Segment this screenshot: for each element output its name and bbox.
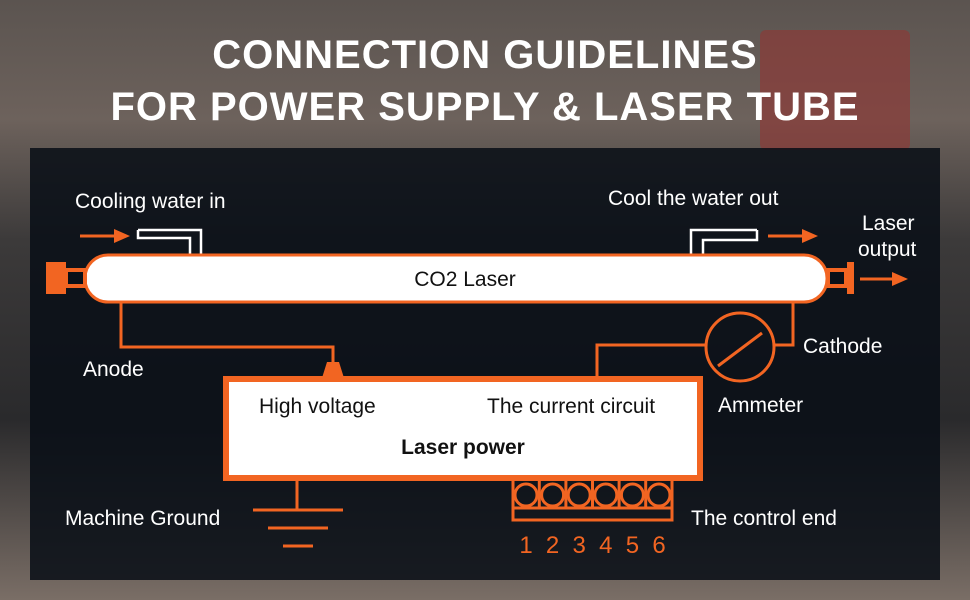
left-cap: [64, 268, 87, 288]
water-inlet-pipe: [136, 228, 203, 256]
label-tube: CO2 Laser: [414, 268, 516, 291]
label-laser-power: Laser power: [401, 436, 525, 459]
terminal-6: [646, 482, 672, 508]
label-laser-output-2: output: [858, 238, 917, 261]
arrow-out-icon: [802, 229, 818, 243]
terminal-number: 6: [652, 532, 665, 559]
laser-output-arrow-icon: [892, 272, 908, 286]
label-high-voltage: High voltage: [259, 395, 376, 418]
anode-wire: [119, 302, 335, 362]
laser-power-box: [223, 376, 703, 481]
terminal-5: [619, 482, 645, 508]
terminal-2: [540, 482, 566, 508]
water-outlet-pipe: [689, 228, 759, 256]
background-machine: [760, 30, 910, 150]
right-cap: [826, 268, 848, 288]
label-cooling-out: Cool the water out: [608, 187, 779, 210]
ammeter-icon: [704, 311, 776, 383]
cathode-wire: [774, 302, 795, 347]
terminal-number: 5: [626, 532, 639, 559]
label-current-circuit: The current circuit: [487, 395, 655, 418]
title-line-1: CONNECTION GUIDELINES: [212, 33, 758, 77]
terminal-number: 3: [573, 532, 586, 559]
label-cooling-in: Cooling water in: [75, 190, 226, 213]
control-terminals: [511, 481, 674, 522]
terminal-number: 4: [599, 532, 612, 559]
ground-icon: [253, 480, 343, 548]
high-voltage-connector: [322, 362, 344, 378]
label-control-end: The control end: [691, 507, 837, 530]
label-laser-output-1: Laser: [862, 212, 915, 235]
ammeter-needle: [717, 331, 763, 368]
label-cathode: Cathode: [803, 335, 882, 358]
terminal-4: [593, 482, 619, 508]
left-end-block: [46, 262, 66, 294]
label-machine-ground: Machine Ground: [65, 507, 220, 530]
label-ammeter: Ammeter: [718, 394, 803, 417]
arrow-in-icon: [114, 229, 130, 243]
terminal-1: [513, 482, 539, 508]
terminal-number: 2: [546, 532, 559, 559]
diagram-panel: [30, 148, 940, 580]
current-wire: [595, 343, 706, 378]
terminal-number: 1: [519, 532, 532, 559]
title-line-2: FOR POWER SUPPLY & LASER TUBE: [110, 85, 860, 129]
label-anode: Anode: [83, 358, 144, 381]
terminal-3: [566, 482, 592, 508]
right-end-block: [847, 262, 854, 294]
